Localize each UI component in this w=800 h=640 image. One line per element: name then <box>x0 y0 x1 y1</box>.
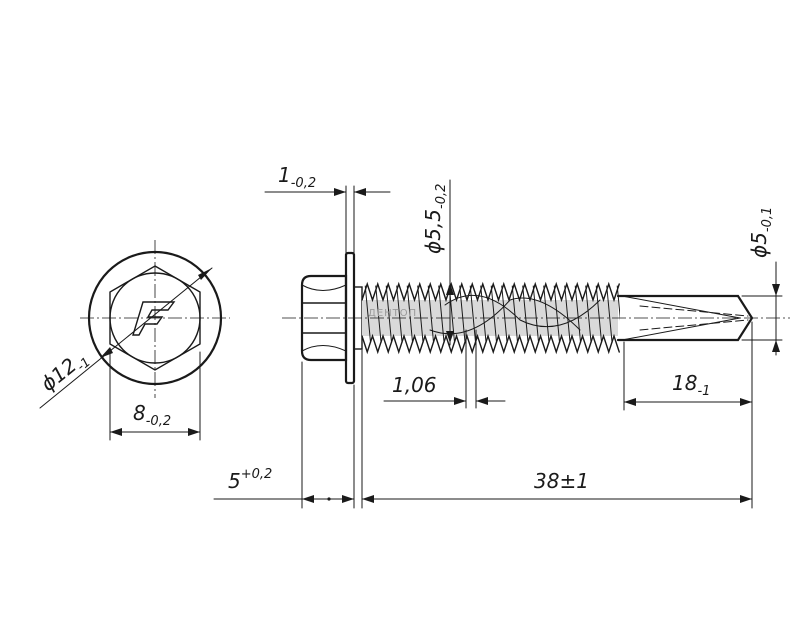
thread-flank <box>606 285 613 343</box>
thread-flank <box>364 285 372 343</box>
thread-flank <box>585 285 592 343</box>
thread-flank <box>564 285 571 343</box>
arrow <box>362 495 374 503</box>
arrow <box>198 268 212 280</box>
drill-hidden-edge-2 <box>639 319 749 331</box>
drill-flute-2 <box>621 317 741 341</box>
hex-chamfer-top <box>301 284 347 291</box>
arrow <box>446 283 454 295</box>
arrow <box>334 188 346 196</box>
thread-flank <box>385 285 393 343</box>
arrow <box>624 398 636 406</box>
hex-head-outline <box>109 265 201 371</box>
arrow <box>100 347 113 358</box>
total-length-label: 38±1 <box>534 469 589 493</box>
arrow <box>740 495 752 503</box>
washer-thickness-label: 1-0,2 <box>278 163 316 191</box>
thread-flank <box>469 285 477 343</box>
arrow <box>740 398 752 406</box>
head-height-label: 5+0,2 <box>228 467 272 493</box>
side-view: ДЕНТОП <box>282 251 790 385</box>
thread-diameter-label: ϕ5,5-0,2 <box>421 184 449 254</box>
manufacturer-logo <box>132 301 176 336</box>
arrow <box>772 284 780 296</box>
thread-flank <box>490 285 498 343</box>
drill-diameter-label: ϕ5-0,1 <box>747 207 775 258</box>
arrow <box>188 428 200 436</box>
drill-length-label: 18-1 <box>672 371 710 399</box>
watermark: ДЕНТОП <box>368 308 417 319</box>
arrow <box>772 340 780 352</box>
arrow <box>476 397 488 405</box>
head-diameter-label: ϕ12-1 <box>36 345 94 399</box>
arrow <box>354 188 366 196</box>
thread-crest-bottom <box>361 333 620 355</box>
thread-crest-top <box>361 281 620 303</box>
side-dimensions: 1-0,2 ϕ5,5-0,2 ϕ5-0,1 1,06 18 <box>213 163 783 509</box>
dim-dot <box>327 497 331 501</box>
arrow <box>446 331 454 343</box>
arrow <box>454 397 466 405</box>
arrow <box>342 495 354 503</box>
thread-pitch-label: 1,06 <box>392 373 437 397</box>
drill-hidden-edge <box>639 305 749 317</box>
head-diameter-leader <box>39 267 213 409</box>
hex-chamfer-bottom <box>301 345 347 352</box>
front-view: ϕ12-1 8-0,2 <box>36 240 230 441</box>
arrow <box>302 495 314 503</box>
drill-flute-1 <box>621 295 741 319</box>
flute-curve-2 <box>429 297 581 335</box>
flute-curve <box>444 294 601 328</box>
hex-width-label: 8-0,2 <box>133 401 171 429</box>
arrow <box>110 428 122 436</box>
